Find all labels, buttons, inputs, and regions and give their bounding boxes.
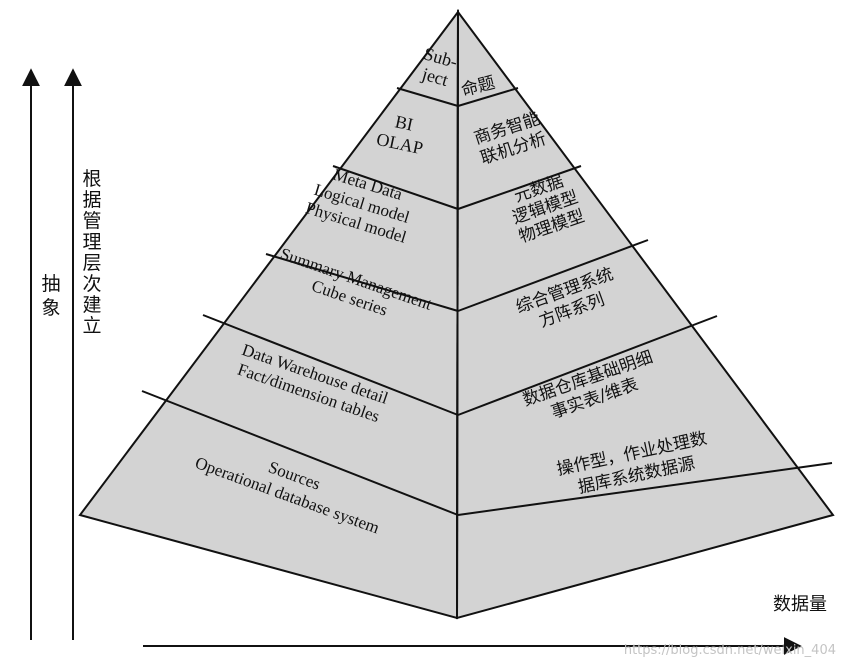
separator-5-right bbox=[457, 462, 833, 516]
layer-separators bbox=[141, 87, 833, 516]
separator-3-right bbox=[457, 239, 649, 312]
pyramid-right-face bbox=[455, 8, 835, 620]
separator-3-left bbox=[265, 253, 459, 312]
bottom-axis-label: 数据量 bbox=[773, 594, 827, 615]
watermark-text: https://blog.csdn.net/weixin_404 bbox=[624, 643, 836, 658]
separator-2-left bbox=[332, 165, 459, 210]
left-axis-label: 抽象 bbox=[41, 273, 60, 319]
separator-4-left bbox=[202, 314, 459, 416]
layer-bi-olap-english-label-line: BI bbox=[393, 111, 415, 134]
separator-1-right bbox=[457, 87, 519, 107]
separator-4-right bbox=[457, 315, 718, 416]
separator-5-left bbox=[141, 390, 459, 516]
middle-axis-label: 根据管理层次建立 bbox=[82, 168, 101, 337]
separator-1-left bbox=[396, 87, 459, 107]
pyramid-front-edge bbox=[456, 11, 459, 619]
pyramid-left-face bbox=[78, 8, 460, 620]
separator-2-right bbox=[457, 165, 582, 210]
